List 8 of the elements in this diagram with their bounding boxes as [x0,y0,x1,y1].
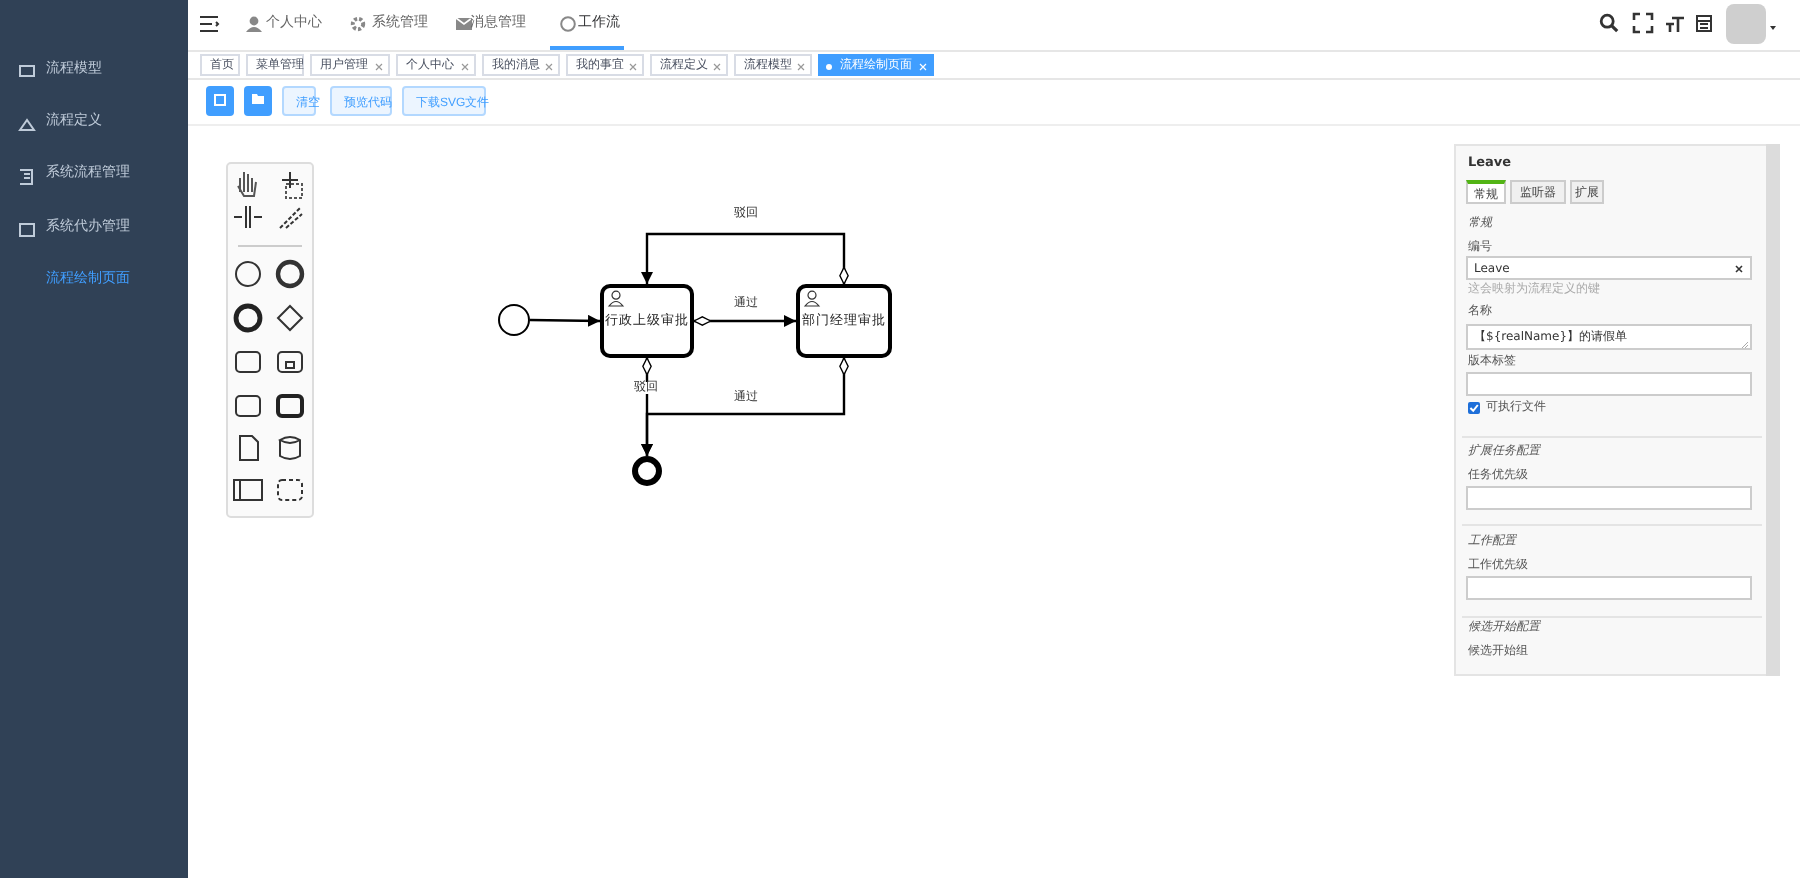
end-event-circle [632,456,662,486]
start-event-circle [498,304,530,336]
sequence-flow-arrow [530,314,600,327]
sequence-flow-arrow [641,357,849,456]
task-box [796,284,892,358]
sequence-flow-arrow [693,315,796,327]
task-box [600,284,694,358]
sequence-flow-arrow [641,232,849,285]
